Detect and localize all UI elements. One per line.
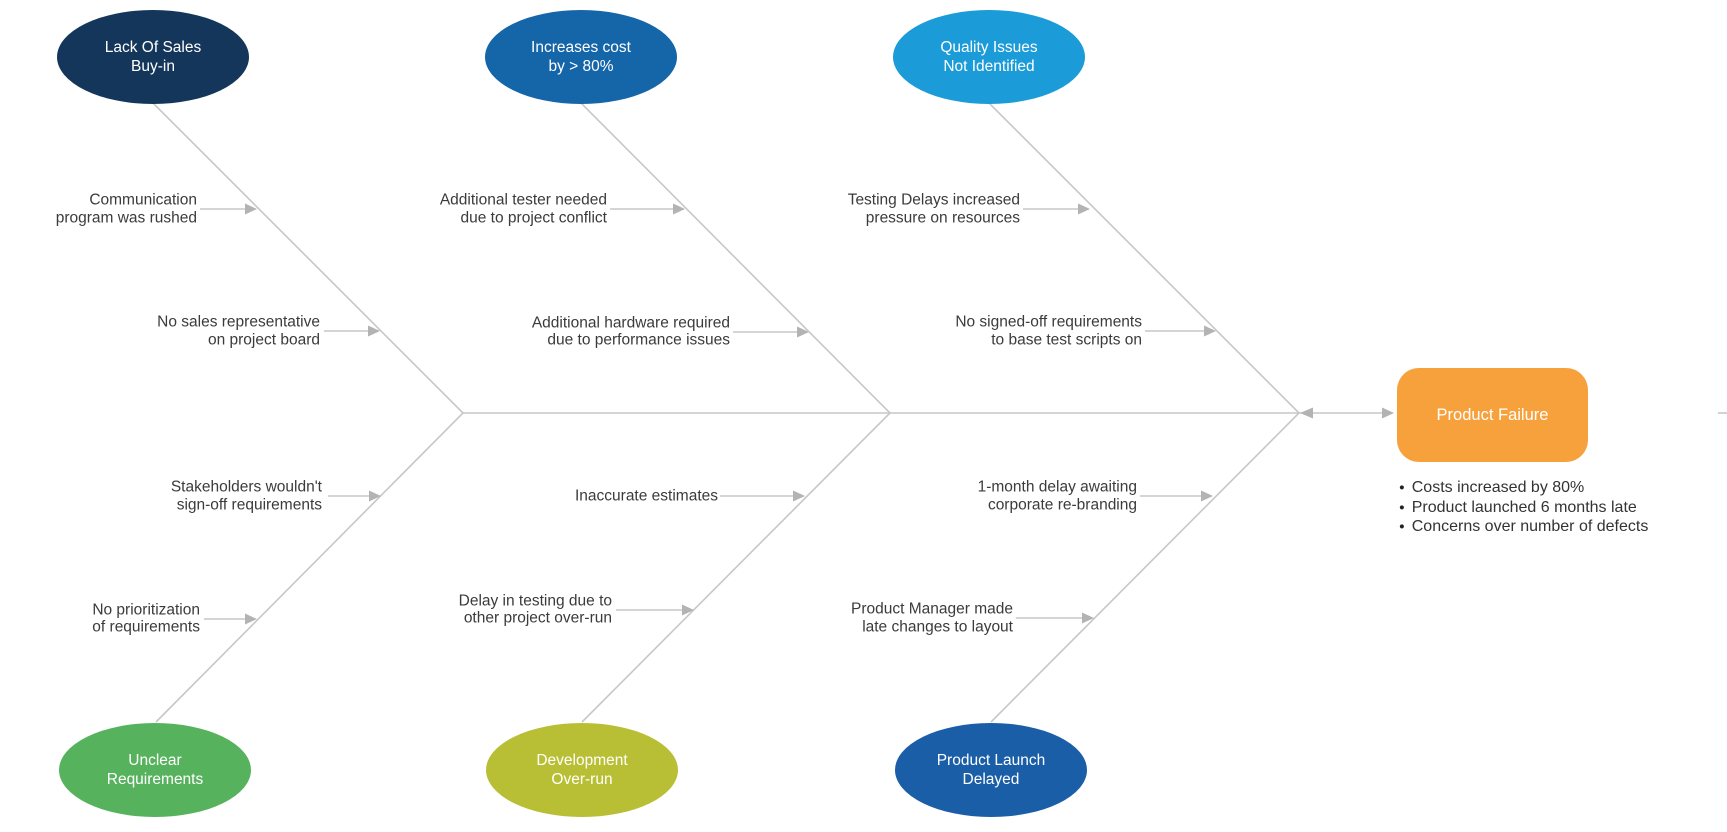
category-node-development-over-run[interactable]: Development Over-run <box>486 723 678 817</box>
bone-line <box>990 412 1300 723</box>
cause-label-no-signed-off-requirements[interactable]: No signed-off requirements to base test … <box>955 313 1142 349</box>
category-node-increases-cost[interactable]: Increases cost by > 80% <box>485 10 677 104</box>
bone-line <box>581 412 891 723</box>
cause-label-no-sales-representative[interactable]: No sales representative on project board <box>157 313 320 349</box>
bone-line <box>155 412 464 723</box>
effect-node-product-failure[interactable]: Product Failure <box>1397 368 1588 462</box>
cause-label-no-prioritization[interactable]: No prioritization of requirements <box>92 601 200 636</box>
category-node-unclear-requirements[interactable]: Unclear Requirements <box>59 723 251 817</box>
outcome-list: Costs increased by 80% Product launched … <box>1399 478 1649 537</box>
cause-label-communication-rushed[interactable]: Communication program was rushed <box>55 191 197 227</box>
cause-label-stakeholders-sign-off[interactable]: Stakeholders wouldn't sign-off requireme… <box>170 478 322 514</box>
category-node-quality-issues[interactable]: Quality Issues Not Identified <box>893 10 1085 104</box>
cause-label-additional-hardware[interactable]: Additional hardware required due to perf… <box>531 314 730 349</box>
cause-label-testing-delays[interactable]: Testing Delays increased pressure on res… <box>847 191 1020 227</box>
cause-label-inaccurate-estimates[interactable]: Inaccurate estimates <box>574 487 718 505</box>
category-node-product-launch-delayed[interactable]: Product Launch Delayed <box>895 723 1087 817</box>
outcome-item: Costs increased by 80% <box>1399 478 1648 498</box>
outcome-item: Concerns over number of defects <box>1399 517 1649 537</box>
bone-line <box>988 102 1300 414</box>
bone-line <box>580 102 891 414</box>
arrowhead-left <box>1300 407 1313 419</box>
cause-label-additional-tester[interactable]: Additional tester needed due to project … <box>439 191 607 227</box>
category-node-lack-of-sales-buy-in[interactable]: Lack Of Sales Buy-in <box>57 10 249 104</box>
cause-label-delay-in-testing[interactable]: Delay in testing due to other project ov… <box>458 592 612 627</box>
cause-label-one-month-delay[interactable]: 1-month delay awaiting corporate re-bran… <box>977 478 1137 514</box>
cause-label-product-manager-changes[interactable]: Product Manager made late changes to lay… <box>851 600 1013 636</box>
outcome-item: Product launched 6 months late <box>1399 498 1648 518</box>
bone-line <box>152 102 464 414</box>
